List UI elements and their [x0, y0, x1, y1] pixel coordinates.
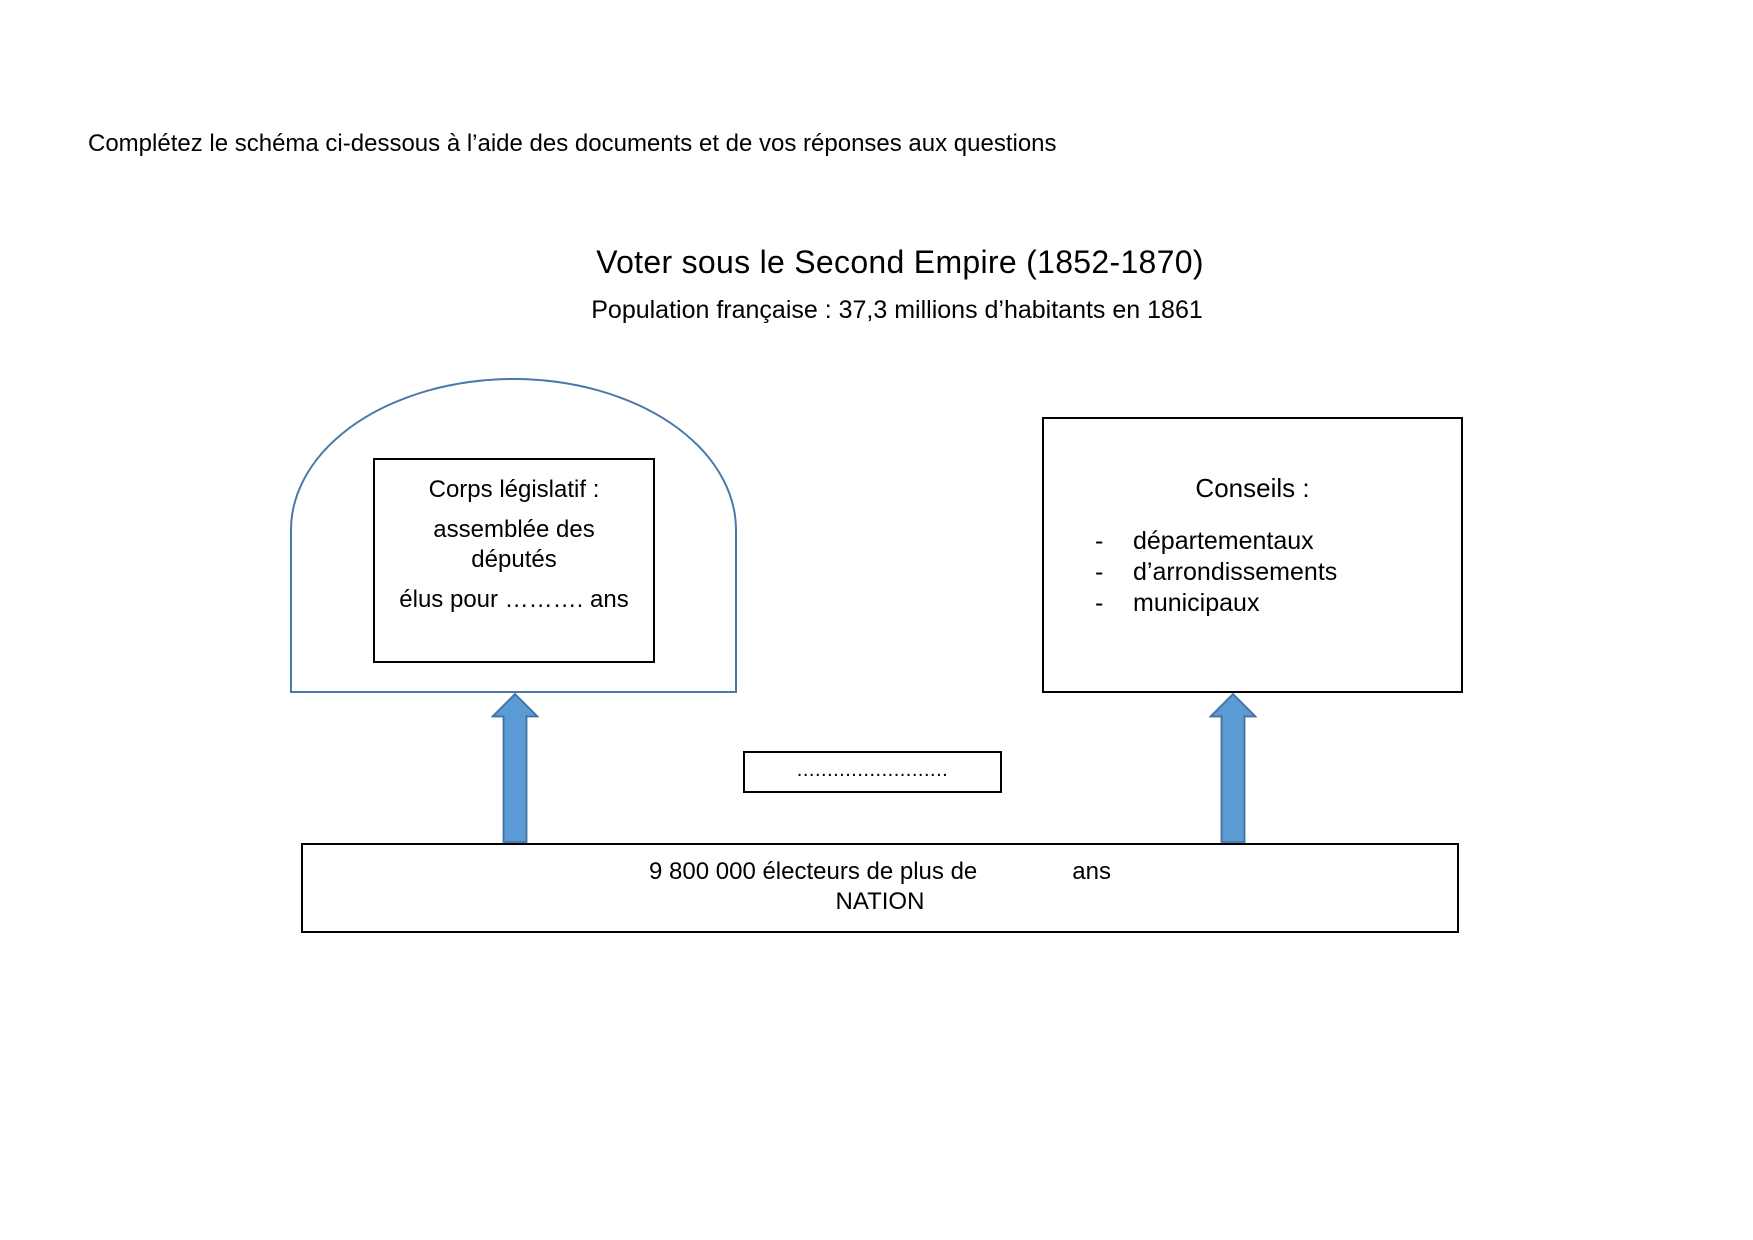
electorate-line2: NATION [835, 888, 925, 915]
councils-list: - départementaux - d’arrondissements - m… [1044, 526, 1461, 619]
dotted-blank: ......................... [796, 759, 949, 781]
dash-bullet: - [1095, 589, 1104, 617]
councils-box: Conseils : - départementaux - d’arrondis… [1042, 417, 1463, 693]
instruction-text: Complétez le schéma ci-dessous à l’aide … [88, 130, 1057, 157]
council-item-label: d’arrondissements [1133, 558, 1338, 586]
council-item: - départementaux [1044, 526, 1461, 557]
page-subtitle: Population française : 37,3 millions d’h… [591, 296, 1203, 324]
council-item-label: municipaux [1133, 589, 1260, 617]
page-title: Voter sous le Second Empire (1852-1870) [596, 244, 1204, 280]
legislative-body-line2: députés [471, 546, 557, 573]
suffrage-label-box: ......................... [743, 751, 1002, 793]
legislative-heading: Corps législatif : [428, 476, 600, 503]
legislative-term-blank-line: élus pour ………. ans [399, 586, 629, 613]
legislative-box: Corps législatif : assemblée des députés… [373, 458, 655, 663]
council-item: - municipaux [1044, 588, 1461, 619]
electorate-line1: 9 800 000 électeurs de plus de ans [303, 857, 1457, 887]
electorate-line1-suffix: ans [1072, 858, 1111, 885]
electorate-line1-text: 9 800 000 électeurs de plus de [649, 858, 978, 885]
dash-bullet: - [1095, 527, 1104, 555]
councils-heading: Conseils : [1195, 473, 1310, 503]
legislative-body-line1: assemblée des [433, 516, 595, 543]
legislative-body: assemblée des députés [375, 515, 653, 575]
council-item: - d’arrondissements [1044, 557, 1461, 588]
electorate-box: 9 800 000 électeurs de plus de ans NATION [301, 843, 1459, 933]
right-up-arrow-icon [1209, 693, 1257, 843]
left-up-arrow-icon [491, 693, 539, 843]
dash-bullet: - [1095, 558, 1104, 586]
council-item-label: départementaux [1133, 527, 1314, 555]
